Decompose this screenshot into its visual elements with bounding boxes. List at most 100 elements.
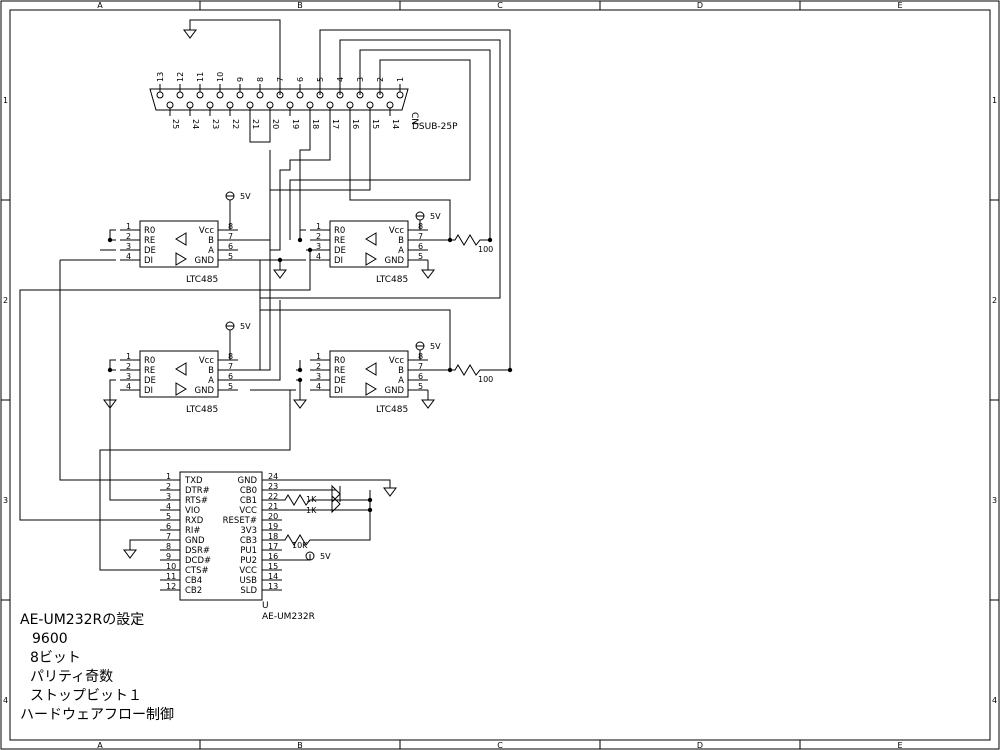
chip1-part: LTC485 <box>186 275 218 285</box>
row-label-right-1: 1 <box>992 96 997 105</box>
row-label-2: 2 <box>3 296 8 305</box>
dsub-pin-label-6: 6 <box>296 77 305 82</box>
dsub-pin-label-15: 15 <box>371 119 380 129</box>
dsub-pin-13 <box>156 91 164 99</box>
dsub-pin-24 <box>186 101 194 109</box>
module-sig-cb3: CB3 <box>240 536 257 546</box>
dsub-pin-label-11: 11 <box>196 72 205 82</box>
module-sig-usb: USB <box>240 576 258 586</box>
chip1-pin-3: 3 <box>126 242 131 251</box>
receiver-buffer-icon <box>175 232 187 246</box>
module-sig-cb4: CB4 <box>185 576 202 586</box>
module-pin-20: 20 <box>268 512 278 521</box>
row-label-right-2: 2 <box>992 296 997 305</box>
vcc3-label: 5V <box>240 322 251 331</box>
row-label-3: 3 <box>3 496 8 505</box>
dsub-pin-label-13: 13 <box>156 72 165 82</box>
chip3-pin-2: 2 <box>126 362 131 371</box>
module-sig-ri: RI# <box>185 526 201 536</box>
chip1-sig-de: DE <box>144 246 156 256</box>
notes-baud: 9600 <box>32 631 68 647</box>
chip4-pin-4: 4 <box>316 382 321 391</box>
module-sig-reset: RESET# <box>223 516 257 526</box>
module-sig-dsr: DSR# <box>185 546 210 556</box>
column-label-b: B <box>297 1 303 10</box>
dsub-pin-label-19: 19 <box>291 119 300 129</box>
driver-buffer-icon <box>365 252 377 266</box>
chip1-pin-4: 4 <box>126 252 131 261</box>
chip2-part: LTC485 <box>376 275 408 285</box>
module-pin-10: 10 <box>166 562 176 571</box>
column-label-bottom-d: D <box>697 741 703 750</box>
chip2-sig-a: A <box>398 246 404 256</box>
chip1-sig-r0: R0 <box>144 226 155 236</box>
module-pin-11: 11 <box>166 572 176 581</box>
module-part: AE-UM232R <box>262 612 315 622</box>
module-pin-24: 24 <box>268 472 278 481</box>
column-label-bottom-c: C <box>497 741 503 750</box>
chip4-sig-a: A <box>398 376 404 386</box>
column-label-bottom-e: E <box>897 741 902 750</box>
chip4-pin-6: 6 <box>418 372 423 381</box>
r-term-2-value: 100 <box>478 375 493 384</box>
dsub-pin-label-9: 9 <box>236 77 245 82</box>
column-label-a: A <box>97 1 103 10</box>
r2-value: 1K <box>306 506 317 515</box>
dsub-pin-label-20: 20 <box>271 119 280 129</box>
module-sig-cb1: CB1 <box>240 496 257 506</box>
chip2-sig-gnd: GND <box>385 256 405 266</box>
chip2-sig-vcc: Vcc <box>389 226 404 236</box>
chip4-sig-vcc: Vcc <box>389 356 404 366</box>
chip2-pin-3: 3 <box>316 242 321 251</box>
chip2-sig-r0: R0 <box>334 226 345 236</box>
chip2-pin-2: 2 <box>316 232 321 241</box>
dsub-pin-23 <box>206 101 214 109</box>
module-pin-8: 8 <box>166 542 171 551</box>
chip4-pin-7: 7 <box>418 362 423 371</box>
module-pin-12: 12 <box>166 582 176 591</box>
notes-stopbit: ストップビット１ <box>30 688 142 704</box>
chip1-pin-6: 6 <box>228 242 233 251</box>
dsub-pin-label-1: 1 <box>396 77 405 82</box>
module-sig-3v3: 3V3 <box>240 526 257 536</box>
chip3-sig-de: DE <box>144 376 156 386</box>
chip2-sig-de: DE <box>334 246 346 256</box>
receiver-buffer-icon <box>365 232 377 246</box>
chip3-pin-3: 3 <box>126 372 131 381</box>
r1-value: 1K <box>306 495 317 504</box>
chip1-sig-a: A <box>208 246 214 256</box>
chip4-pin-8: 8 <box>418 352 423 361</box>
chip3-sig-b: B <box>208 366 214 376</box>
module-sig-pu1: PU1 <box>240 546 257 556</box>
chip3-sig-gnd: GND <box>195 386 215 396</box>
module-sig-dtr: DTR# <box>185 486 210 496</box>
module-pin-9: 9 <box>166 552 171 561</box>
chip3-pin-1: 1 <box>126 352 131 361</box>
receiver-buffer-icon <box>365 362 377 376</box>
notes-flow: ハードウェアフロー制御 <box>20 707 174 723</box>
vcc1-label: 5V <box>240 192 251 201</box>
module-pin-18: 18 <box>268 532 278 541</box>
chip2-sig-b: B <box>398 236 404 246</box>
vcc4-label: 5V <box>430 342 441 351</box>
chip4-part: LTC485 <box>376 405 408 415</box>
dsub-pin-label-12: 12 <box>176 72 185 82</box>
dsub-pin-label-24: 24 <box>191 119 200 129</box>
module-pin-1: 1 <box>166 472 171 481</box>
module-sig-cb0: CB0 <box>240 486 257 496</box>
dsub-pin-16 <box>346 101 354 109</box>
dsub-pin-15 <box>366 101 374 109</box>
r3-value: 10K <box>292 541 308 550</box>
module-pin-17: 17 <box>268 542 278 551</box>
chip4-pin-1: 1 <box>316 352 321 361</box>
module-sig-sld: SLD <box>240 586 257 596</box>
notes-bits: 8ビット <box>30 650 81 666</box>
chip3-pin-8: 8 <box>228 352 233 361</box>
chip2-sig-di: DI <box>334 256 343 266</box>
module-sig-cb2: CB2 <box>185 586 202 596</box>
notes-parity: パリティ奇数 <box>30 668 113 685</box>
module-pin-2: 2 <box>166 482 171 491</box>
